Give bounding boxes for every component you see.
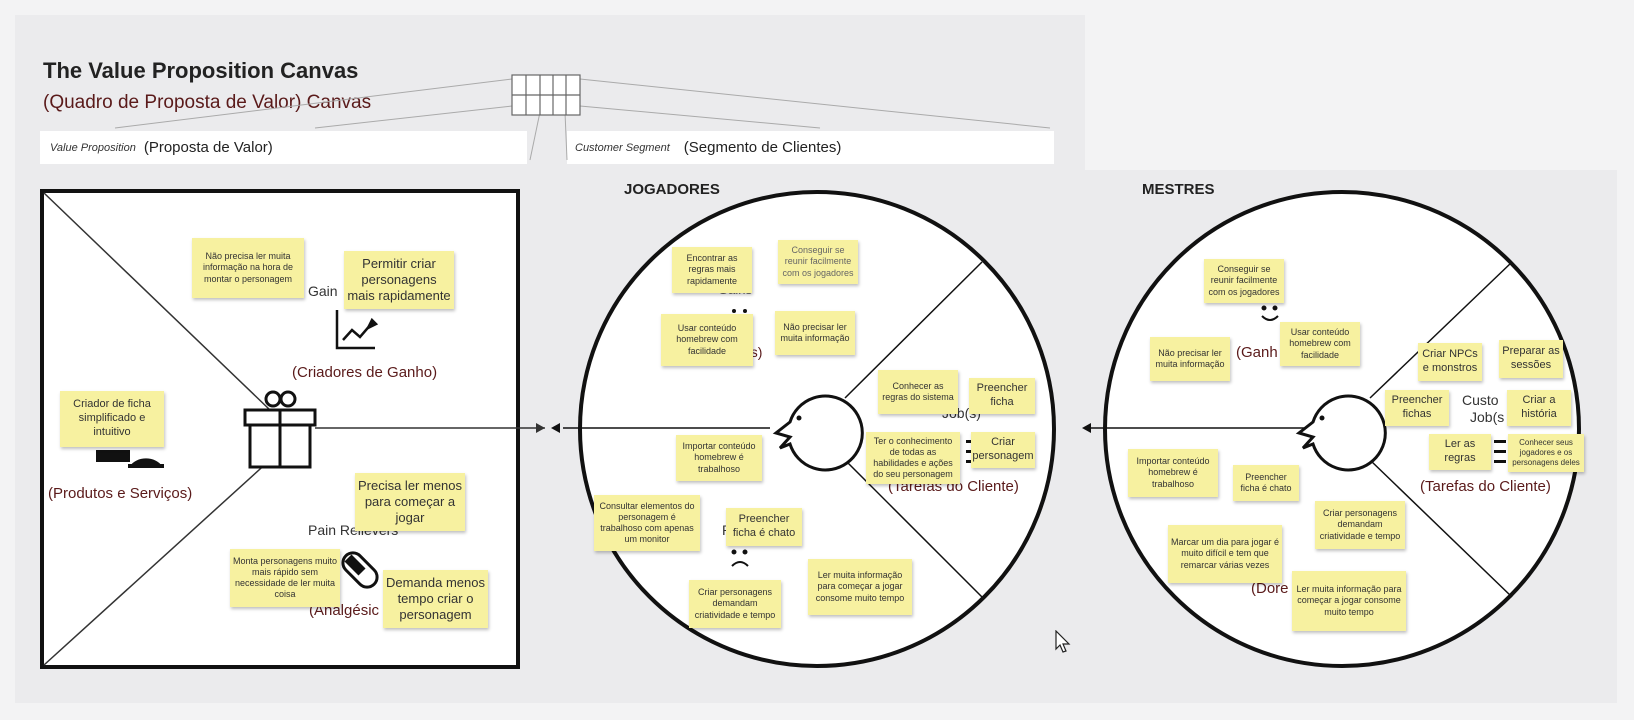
sticky-note[interactable]: Não precisar ler muita informação (775, 311, 855, 355)
mestres-jobs-label: Job(s (1470, 409, 1505, 425)
sticky-note[interactable]: Importar conteúdo homebrew é trabalhoso (1128, 449, 1218, 497)
products-services-label: (Produtos e Serviços) (48, 485, 193, 502)
jogadores-section-title: JOGADORES (624, 181, 720, 198)
canvas-title: The Value Proposition Canvas (43, 58, 359, 83)
sticky-note[interactable]: Usar conteúdo homebrew com facilidade (1280, 322, 1360, 366)
sticky-note[interactable]: Precisa ler menos para começar a jogar (355, 473, 465, 531)
value-proposition-label-box: Value Proposition (Proposta de Valor) (40, 131, 527, 164)
sticky-note[interactable]: Importar conteúdo homebrew é trabalhoso (676, 435, 762, 481)
sticky-note[interactable]: Conseguir se reunir facilmente com os jo… (1204, 259, 1284, 303)
sticky-note[interactable]: Ter o conhecimento de todas as habilidad… (866, 432, 960, 484)
mestres-tasks-label: (Tarefas do Cliente) (1420, 478, 1551, 495)
sticky-note[interactable]: Não precisa ler muita informação na hora… (192, 238, 304, 298)
sticky-note[interactable]: Consultar elementos do personagem é trab… (594, 495, 700, 551)
sticky-note[interactable]: Ler muita informação para começar a joga… (1292, 571, 1406, 631)
canvas-subtitle: (Quadro de Proposta de Valor) Canvas (43, 92, 372, 113)
jogadores-face-icon (772, 394, 864, 472)
customer-segment-label-box: Customer Segment (Segmento de Clientes) (567, 131, 1054, 164)
sticky-note[interactable]: Preencher fichas (1385, 390, 1449, 426)
sticky-note[interactable]: Usar conteúdo homebrew com facilidade (661, 314, 753, 366)
sticky-note[interactable]: Não precisar ler muita informação (1150, 337, 1230, 381)
sticky-note[interactable]: Conhecer as regras do sistema (878, 370, 958, 414)
pill-icon (341, 551, 379, 589)
mestres-happy-face-icon (1261, 305, 1279, 321)
sticky-note[interactable]: Criar personagens demandam criatividade … (689, 580, 781, 628)
sticky-note[interactable]: Conhecer seus jogadores e os personagens… (1508, 434, 1584, 472)
sticky-note[interactable]: Demanda menos tempo criar o personagem (383, 570, 488, 628)
sticky-note[interactable]: Criar personagem (971, 432, 1035, 468)
sticky-note[interactable]: Encontrar as regras mais rapidamente (672, 247, 752, 293)
gain-creators-translation: (Criadores de Ganho) (292, 364, 438, 381)
customer-segment-small-label: Customer Segment (575, 141, 670, 154)
gift-icon (243, 390, 317, 469)
sticky-note[interactable]: Conseguir se reunir facilmente com os jo… (778, 240, 858, 284)
sticky-note[interactable]: Criar NPCs e monstros (1418, 343, 1482, 381)
mini-canvas-icon (511, 74, 581, 116)
customer-segment-label: (Segmento de Clientes) (683, 139, 842, 156)
sticky-note[interactable]: Monta personagens muito mais rápido sem … (230, 549, 340, 607)
mestres-gains-label: (Ganh (1236, 344, 1278, 361)
mestres-pains-label: (Dore (1251, 580, 1289, 597)
sticky-note[interactable]: Preencher ficha é chato (726, 508, 802, 546)
sticky-note[interactable]: Preencher ficha (969, 378, 1035, 414)
sticky-note[interactable]: Preencher ficha é chato (1233, 465, 1299, 501)
connector-lines (114, 78, 1051, 161)
sticky-note[interactable]: Criador de ficha simplificado e intuitiv… (60, 391, 164, 447)
sticky-note[interactable]: Criar personagens demandam criatividade … (1315, 501, 1405, 549)
mouse-cursor-icon (1055, 630, 1071, 653)
sticky-note[interactable]: Criar a história (1507, 390, 1571, 426)
jogadores-happy-face-icon (732, 309, 747, 313)
sticky-note[interactable]: Preparar as sessões (1499, 340, 1563, 378)
mestres-section-title: MESTRES (1142, 181, 1215, 198)
sticky-note[interactable]: Marcar um dia para jogar é muito difícil… (1168, 525, 1282, 583)
gain-creators-label: Gain (308, 283, 338, 299)
products-icon (96, 450, 164, 468)
sticky-note[interactable]: Ler muita informação para começar a joga… (808, 559, 912, 615)
chart-trend-icon (335, 310, 379, 350)
mestres-jobs-icon (1494, 440, 1506, 463)
sticky-note[interactable]: Ler as regras (1429, 434, 1491, 470)
value-proposition-small-label: Value Proposition (50, 141, 136, 154)
sticky-note[interactable]: Permitir criar personagens mais rapidame… (344, 251, 454, 309)
mestres-customer-label: Custo (1462, 392, 1499, 408)
value-proposition-label: (Proposta de Valor) (143, 139, 273, 156)
mestres-face-icon (1295, 394, 1387, 472)
jogadores-sad-face-icon (731, 549, 749, 567)
